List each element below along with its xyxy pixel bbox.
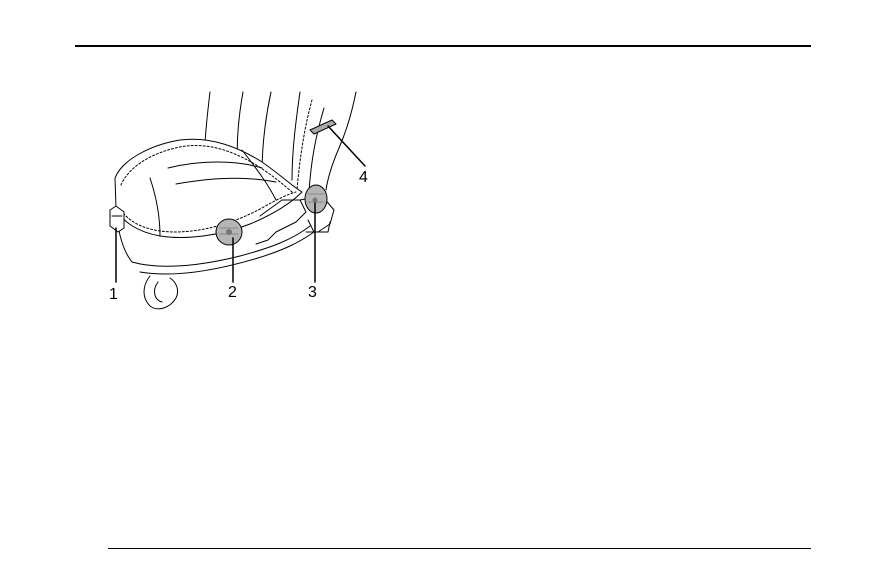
front-lever (110, 206, 124, 232)
callout-1: 1 (109, 286, 118, 303)
knob-3 (305, 185, 327, 213)
callout-4: 4 (359, 169, 368, 186)
recline-handle (310, 120, 336, 134)
callout-2: 2 (228, 284, 237, 301)
leader-4 (328, 126, 365, 166)
knob-2 (216, 219, 242, 245)
callout-3: 3 (308, 284, 317, 301)
footer-rule (108, 548, 811, 549)
seat-cushion (115, 139, 302, 262)
